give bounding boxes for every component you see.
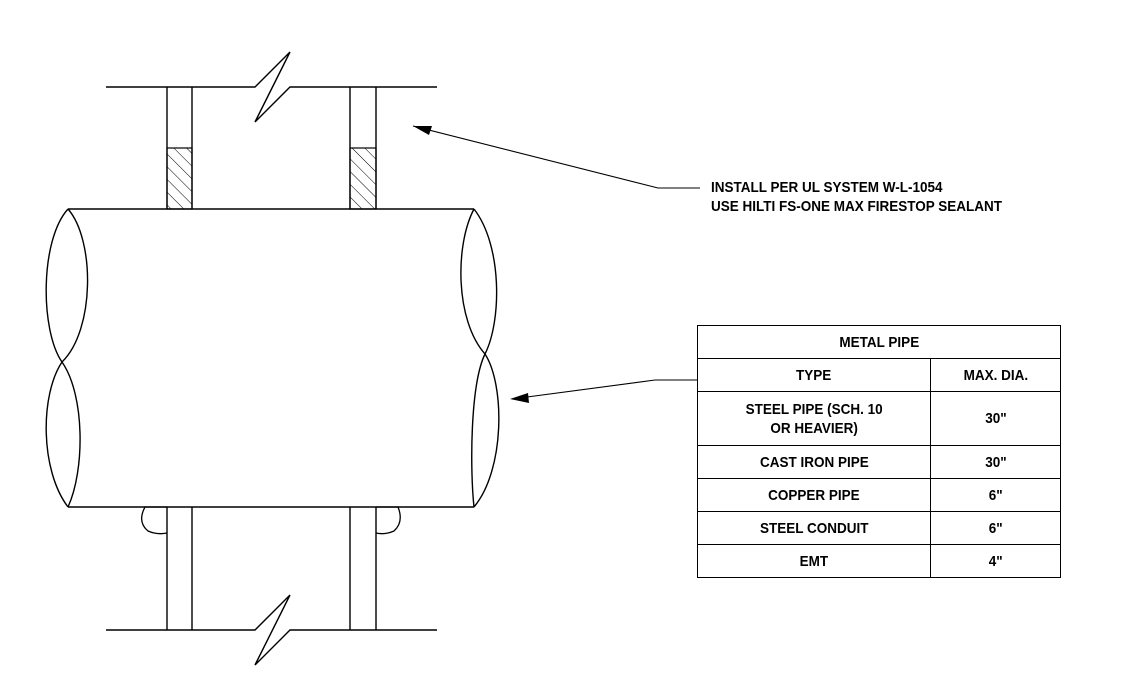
- wall-studs-bottom: [166, 507, 377, 630]
- table-title: METAL PIPE: [697, 325, 1061, 359]
- row-dia: 30": [930, 445, 1061, 479]
- leader-note: [412, 125, 700, 189]
- leader-table: [511, 379, 697, 400]
- table-row: CAST IRON PIPE 30": [697, 445, 1061, 479]
- sealant-block-top-right: [349, 147, 377, 210]
- row-dia: 6": [930, 478, 1061, 512]
- arrowhead-table: [510, 393, 529, 403]
- install-note-line-2: USE HILTI FS-ONE MAX FIRESTOP SEALANT: [711, 198, 1003, 215]
- metal-pipe: [45, 208, 500, 508]
- top-wall-edge: [106, 51, 437, 123]
- table-row: STEEL CONDUIT 6": [697, 511, 1061, 545]
- sealant-block-top-left: [166, 147, 193, 210]
- sealant-fillet-bottom-left: [141, 506, 168, 535]
- row-type: STEEL PIPE (SCH. 10 OR HEAVIER): [697, 391, 931, 446]
- table-row: COPPER PIPE 6": [697, 478, 1061, 512]
- row-dia: 6": [930, 511, 1061, 545]
- install-note-line-1: INSTALL PER UL SYSTEM W-L-1054: [711, 179, 943, 196]
- row-type: STEEL CONDUIT: [697, 511, 931, 545]
- install-note: INSTALL PER UL SYSTEM W-L-1054 USE HILTI…: [711, 178, 1002, 216]
- sealant-fillet-bottom-right: [375, 506, 401, 535]
- row-type: EMT: [697, 544, 931, 578]
- header-max-dia: MAX. DIA.: [930, 358, 1061, 392]
- row-dia: 4": [930, 544, 1061, 578]
- row-type: COPPER PIPE: [697, 478, 931, 512]
- bottom-wall-edge: [106, 594, 437, 666]
- metal-pipe-table: METAL PIPE TYPE MAX. DIA. STEEL PIPE (SC…: [697, 325, 1061, 578]
- table-row: STEEL PIPE (SCH. 10 OR HEAVIER) 30": [697, 391, 1061, 446]
- header-type: TYPE: [697, 358, 931, 392]
- arrowhead-note: [413, 126, 432, 135]
- table-row: EMT 4": [697, 544, 1061, 578]
- row-type: CAST IRON PIPE: [697, 445, 931, 479]
- row-dia: 30": [930, 391, 1061, 446]
